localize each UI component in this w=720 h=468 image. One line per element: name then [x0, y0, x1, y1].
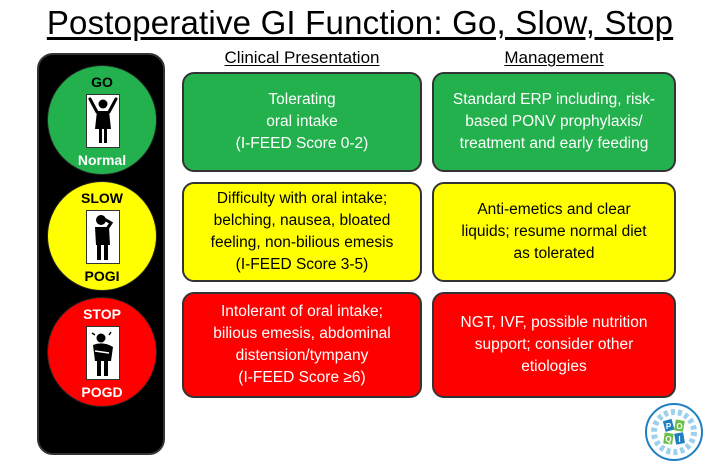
stop-management-box: NGT, IVF, possible nutrition support; co…	[432, 292, 676, 398]
column-header-management: Management	[504, 48, 604, 67]
go-status-label: Normal	[77, 152, 127, 168]
stop-signal-label: STOP	[83, 306, 121, 322]
stop-status-label: POGD	[81, 384, 123, 400]
stop-presentation-box: Intolerant of oral intake; bilious emesi…	[182, 292, 422, 398]
column-header-clinical-presentation: Clinical Presentation	[224, 48, 380, 67]
stop-presentation-text: Intolerant of oral intake; bilious emesi…	[213, 303, 391, 386]
go-signal-label: GO	[91, 74, 113, 90]
stop-light: STOP POGD	[47, 297, 157, 407]
svg-text:O: O	[676, 422, 682, 431]
slow-light: SLOW POGI	[47, 181, 157, 291]
page-title: Postoperative GI Function: Go, Slow, Sto…	[46, 4, 674, 41]
slow-signal-label: SLOW	[81, 190, 123, 206]
svg-text:P: P	[666, 422, 672, 431]
go-presentation-text: Tolerating oral intake (I-FEED Score 0-2…	[235, 91, 369, 152]
slow-management-box: Anti-emetics and clear liquids; resume n…	[432, 182, 676, 282]
slow-presentation-text: Difficulty with oral intake; belching, n…	[210, 190, 394, 273]
stop-management-text: NGT, IVF, possible nutrition support; co…	[460, 314, 648, 375]
poqi-logo: P O Q I	[644, 402, 704, 462]
svg-text:I: I	[678, 435, 680, 444]
slow-presentation-box: Difficulty with oral intake; belching, n…	[182, 182, 422, 282]
happy-person-icon	[86, 94, 120, 148]
nauseous-person-icon	[86, 210, 120, 264]
sick-person-icon	[86, 326, 120, 380]
go-management-text: Standard ERP including, risk- based PONV…	[452, 91, 656, 152]
slow-status-label: POGI	[84, 268, 120, 284]
go-presentation-box: Tolerating oral intake (I-FEED Score 0-2…	[182, 72, 422, 172]
stoplight: GO Normal SLOW POGI	[37, 53, 165, 455]
go-management-box: Standard ERP including, risk- based PONV…	[432, 72, 676, 172]
slow-management-text: Anti-emetics and clear liquids; resume n…	[461, 201, 647, 262]
svg-text:Q: Q	[665, 435, 671, 444]
go-light: GO Normal	[47, 65, 157, 175]
